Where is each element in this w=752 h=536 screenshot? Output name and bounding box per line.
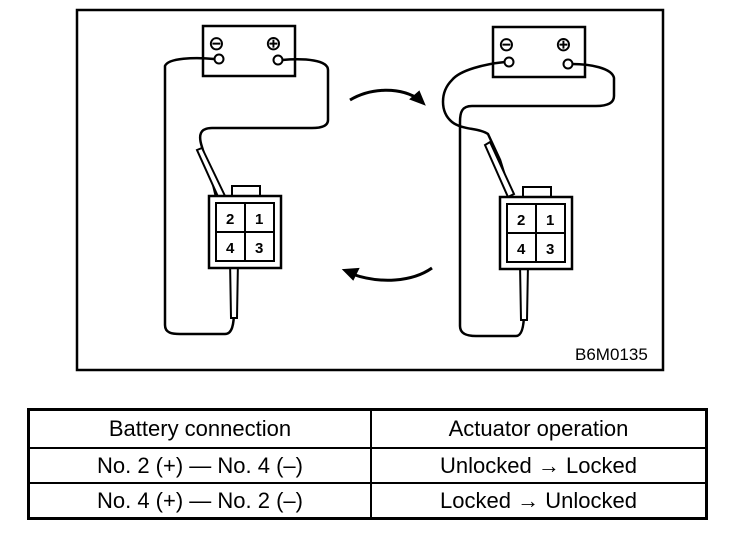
right-probe-lower bbox=[518, 263, 530, 321]
right-negative-terminal bbox=[503, 56, 515, 68]
right-connector: 2 1 4 3 bbox=[498, 186, 574, 271]
operation-table: Battery connection Actuator operation No… bbox=[27, 408, 708, 520]
cycle-arrows bbox=[341, 88, 433, 282]
right-assembly: ⊖ ⊕ 2 1 4 3 bbox=[441, 25, 616, 338]
right-pin-3-label: 3 bbox=[546, 241, 554, 258]
right-pin-2-label: 2 bbox=[517, 212, 525, 229]
figure-code: B6M0135 bbox=[575, 345, 648, 364]
left-negative-terminal bbox=[213, 53, 225, 65]
cell-operation: Locked → Unlocked bbox=[370, 482, 708, 520]
cell-operation: Unlocked → Locked bbox=[370, 447, 708, 484]
right-battery-positive-icon: ⊕ bbox=[555, 32, 572, 56]
right-negative-lead bbox=[441, 60, 516, 206]
table-row: No. 4 (+) — No. 2 (–) Locked → Unlocked bbox=[27, 482, 708, 520]
header-actuator-operation: Actuator operation bbox=[370, 408, 708, 449]
right-positive-lead bbox=[458, 62, 616, 338]
left-assembly: ⊖ ⊕ 2 1 4 3 bbox=[163, 24, 330, 336]
right-pin-4-label: 4 bbox=[517, 241, 526, 258]
right-battery-negative-icon: ⊖ bbox=[498, 32, 515, 56]
left-positive-terminal bbox=[272, 54, 284, 66]
cell-connection: No. 4 (+) — No. 2 (–) bbox=[27, 482, 372, 520]
left-battery-negative-icon: ⊖ bbox=[208, 31, 225, 55]
right-positive-terminal bbox=[562, 58, 574, 70]
left-connector: 2 1 4 3 bbox=[207, 185, 283, 270]
wiring-diagram: ⊖ ⊕ 2 1 4 3 ⊖ ⊕ bbox=[75, 8, 665, 372]
left-positive-lead bbox=[198, 58, 330, 206]
left-pin-3-label: 3 bbox=[255, 240, 263, 257]
table-row: No. 2 (+) — No. 4 (–) Unlocked → Locked bbox=[27, 447, 708, 484]
left-battery-positive-icon: ⊕ bbox=[265, 31, 282, 55]
arrow-left-icon bbox=[351, 266, 433, 282]
left-pin-2-label: 2 bbox=[226, 211, 234, 228]
left-negative-lead bbox=[163, 56, 236, 336]
table-header-row: Battery connection Actuator operation bbox=[27, 408, 708, 449]
left-battery bbox=[201, 24, 297, 78]
left-pin-4-label: 4 bbox=[226, 240, 235, 257]
right-pin-1-label: 1 bbox=[546, 212, 554, 229]
left-pin-1-label: 1 bbox=[255, 211, 263, 228]
cell-connection: No. 2 (+) — No. 4 (–) bbox=[27, 447, 372, 484]
header-battery-connection: Battery connection bbox=[27, 408, 372, 449]
